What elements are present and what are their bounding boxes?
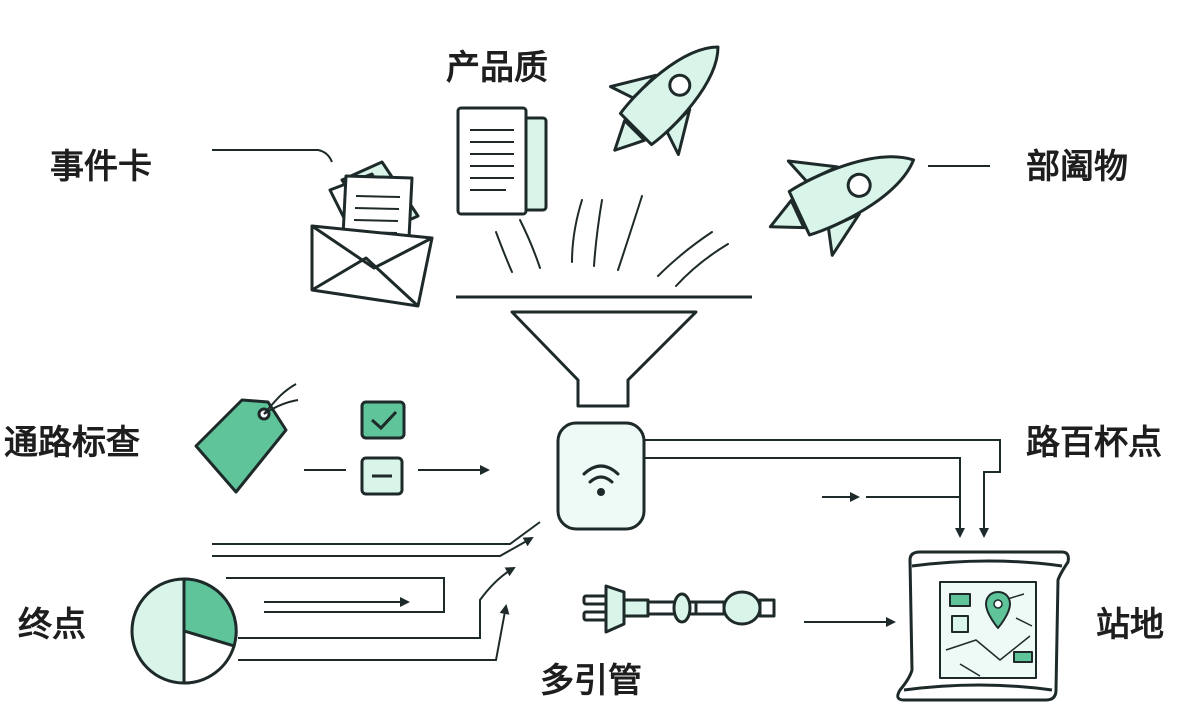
label-site: 站地 (1096, 605, 1164, 645)
label-access-tag-check: 通路标查 (4, 423, 140, 463)
event-card-leader (212, 149, 333, 163)
envelope-icon (310, 160, 434, 308)
label-route-cup-point: 路百杯点 (1026, 423, 1162, 463)
checkbox-minus-icon (360, 456, 404, 496)
hub-to-site-lines (644, 439, 1001, 538)
wifi-hub-icon (556, 421, 646, 531)
funnel-icon (456, 295, 752, 408)
checkbox-checked-icon (360, 400, 406, 440)
label-multi-pipe: 多引管 (540, 661, 642, 701)
map-scroll-icon (896, 550, 1070, 702)
plug-pipe-icon (582, 584, 776, 634)
documents-icon (456, 106, 548, 216)
rocket-icon (768, 155, 916, 257)
endpoint-to-hub-lines (212, 521, 541, 661)
rocket-icon (609, 45, 720, 156)
label-endpoint: 终点 (18, 605, 86, 645)
label-department-object: 部阖物 (1026, 147, 1128, 187)
tag-icon (194, 383, 299, 494)
label-product-quality: 产品质 (446, 48, 548, 88)
label-event-card: 事件卡 (50, 147, 152, 187)
pie-chart-icon (130, 577, 238, 685)
motion-trails (495, 195, 729, 287)
